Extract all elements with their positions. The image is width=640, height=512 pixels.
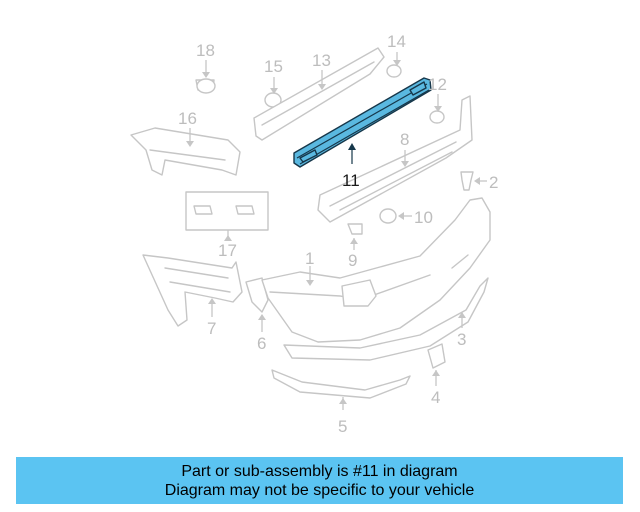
part-9-bolt[interactable] — [347, 223, 363, 250]
part-11-reinforcement[interactable] — [293, 77, 432, 168]
part-13-trim-strip[interactable] — [253, 47, 385, 141]
callout-14: 14 — [387, 32, 406, 51]
callout-7: 7 — [207, 319, 216, 338]
callout-13: 13 — [312, 51, 331, 70]
parts-diagram: 18 15 13 14 12 16 8 11 2 10 17 9 1 7 6 3… — [130, 32, 498, 436]
part-18-clip[interactable] — [195, 60, 216, 94]
leader-arrowheads — [186, 60, 480, 404]
part-1-bumper-cover[interactable] — [261, 197, 491, 343]
callout-6: 6 — [257, 334, 266, 353]
callout-4: 4 — [431, 388, 440, 407]
notice-banner: Part or sub-assembly is #11 in diagram D… — [16, 457, 623, 504]
callout-9: 9 — [348, 251, 357, 270]
part-16-side-bracket[interactable] — [130, 127, 241, 176]
callout-1: 1 — [305, 249, 314, 268]
banner-line-2: Diagram may not be specific to your vehi… — [164, 481, 475, 499]
part-15-bolt[interactable] — [264, 77, 282, 108]
part-17-bolt-set[interactable] — [185, 191, 269, 241]
part-7-lower-bracket[interactable] — [142, 254, 243, 327]
part-10-nut[interactable] — [379, 208, 412, 224]
callout-18: 18 — [196, 41, 215, 60]
callout-3: 3 — [457, 330, 466, 349]
callout-5: 5 — [338, 417, 347, 436]
callout-10: 10 — [414, 208, 433, 227]
part-4-small-cover[interactable] — [427, 343, 446, 386]
callout-15: 15 — [264, 57, 283, 76]
part-8-lower-trim[interactable] — [317, 95, 473, 223]
callout-17: 17 — [218, 241, 237, 260]
callout-12: 12 — [428, 75, 447, 94]
banner-line-1: Part or sub-assembly is #11 in diagram — [181, 462, 458, 480]
callout-11: 11 — [342, 171, 360, 190]
callout-8: 8 — [400, 130, 409, 149]
callout-16: 16 — [178, 109, 197, 128]
callout-2: 2 — [489, 173, 498, 192]
part-14-bolt[interactable] — [386, 52, 402, 78]
